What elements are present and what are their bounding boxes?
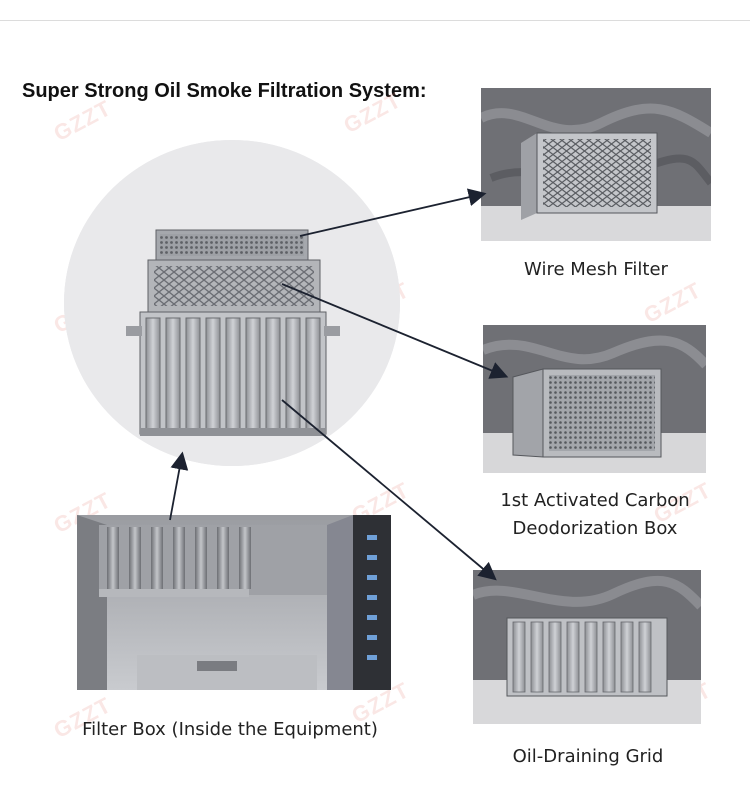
carbon-box-label-line1: 1st Activated Carbon — [500, 490, 690, 511]
activated-carbon-box-photo — [483, 325, 706, 473]
oil-draining-grid-label: Oil-Draining Grid — [512, 746, 664, 767]
wire-mesh-filter-label: Wire Mesh Filter — [524, 259, 668, 280]
top-divider — [0, 20, 750, 21]
filter-assembly-closeup-photo — [64, 140, 400, 466]
equipment-interior-photo — [77, 515, 391, 690]
arrow-to-grid — [281, 399, 497, 581]
carbon-box-label: 1st Activated Carbon Deodorization Box — [470, 487, 720, 543]
filter-box-label: Filter Box (Inside the Equipment) — [82, 719, 378, 740]
arrow-to-carbon-box — [281, 283, 509, 379]
carbon-box-label-line2: Deodorization Box — [512, 518, 678, 539]
oil-draining-grid-photo — [473, 570, 701, 724]
page-title: Super Strong Oil Smoke Filtration System… — [22, 80, 427, 102]
arrow-to-wire-mesh — [299, 188, 487, 237]
wire-mesh-filter-photo — [481, 88, 711, 241]
arrow-to-closeup — [169, 451, 189, 521]
